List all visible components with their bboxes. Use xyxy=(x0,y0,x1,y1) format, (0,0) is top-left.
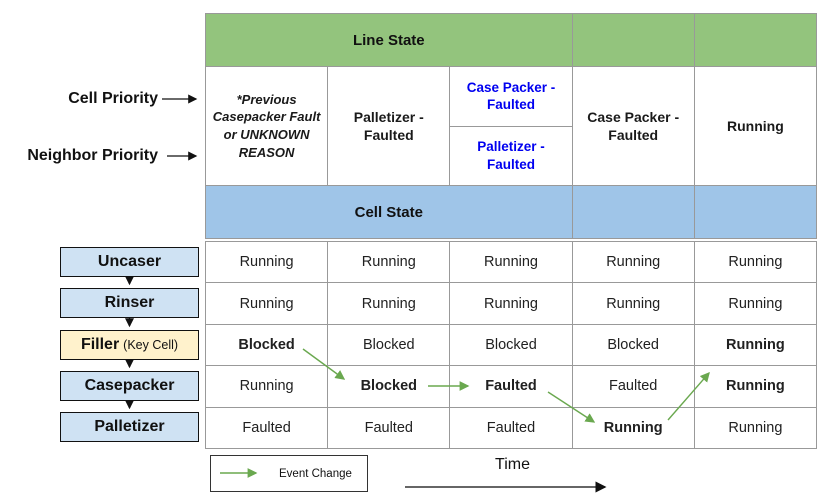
line-state-col2-header: Palletizer - Faulted xyxy=(327,66,450,185)
cell-state-table: Running Running Running Running Running … xyxy=(205,241,817,449)
line-state-band: Line State xyxy=(205,13,572,66)
legend-event-change-label: Event Change xyxy=(279,467,352,480)
state-cell: Running xyxy=(571,241,694,283)
state-cell: Blocked xyxy=(449,323,572,366)
line-state-band-empty-col4 xyxy=(571,13,694,66)
state-cell: Running xyxy=(693,365,816,407)
state-cell: Running xyxy=(693,282,816,324)
state-cell: Running xyxy=(205,282,328,324)
neighbor-priority-label: Neighbor Priority xyxy=(27,147,158,164)
state-cell: Blocked xyxy=(205,323,328,366)
state-cell: Running xyxy=(571,282,694,324)
state-cell: Running xyxy=(327,282,450,324)
line-state-col1-header: *Previous Casepacker Fault or UNKNOWN RE… xyxy=(205,66,328,185)
cell-box-palletizer: Palletizer xyxy=(60,412,199,442)
cell-box-label: Casepacker xyxy=(84,377,175,394)
state-cell: Faulted xyxy=(205,406,328,448)
cell-box-filler-key-cell: Filler (Key Cell) xyxy=(60,330,199,360)
line-state-header-table: Line State *Previous Casepacker Fault or… xyxy=(205,13,817,239)
state-cell: Faulted xyxy=(449,365,572,407)
cell-priority-label: Cell Priority xyxy=(68,90,158,107)
state-cell: Blocked xyxy=(327,323,450,366)
state-cell: Running xyxy=(693,323,816,366)
cell-box-uncaser: Uncaser xyxy=(60,247,199,277)
cell-box-rinser: Rinser xyxy=(60,288,199,318)
state-cell: Running xyxy=(693,241,816,283)
cell-state-band-empty-col4 xyxy=(571,185,694,238)
state-cell: Running xyxy=(327,241,450,283)
time-label: Time xyxy=(495,456,530,473)
state-cell: Blocked xyxy=(571,323,694,366)
line-state-col3-header: Case Packer - Faulted Palletizer - Fault… xyxy=(449,66,572,185)
legend-box: Event Change xyxy=(210,455,368,492)
state-cell: Running xyxy=(693,406,816,448)
cell-box-label: Uncaser xyxy=(97,253,162,270)
line-state-col3-top-label: Case Packer - Faulted xyxy=(450,67,572,127)
line-state-col4-header: Case Packer - Faulted xyxy=(571,66,694,185)
cell-box-label: Filler xyxy=(80,336,120,353)
line-state-band-empty-col5 xyxy=(693,13,816,66)
key-cell-suffix-label: (Key Cell) xyxy=(123,338,179,352)
state-cell: Running xyxy=(449,282,572,324)
cell-box-label: Rinser xyxy=(104,294,155,311)
cell-box-casepacker: Casepacker xyxy=(60,371,199,401)
state-cell: Faulted xyxy=(327,406,450,448)
state-cell: Blocked xyxy=(327,365,450,407)
cell-state-band: Cell State xyxy=(205,185,572,238)
state-cell: Running xyxy=(205,365,328,407)
state-cell: Faulted xyxy=(449,406,572,448)
state-cell: Running xyxy=(205,241,328,283)
cell-state-band-empty-col5 xyxy=(693,185,816,238)
cell-box-label: Palletizer xyxy=(94,418,165,435)
state-cell: Faulted xyxy=(571,365,694,407)
state-cell: Running xyxy=(571,406,694,448)
state-cell: Running xyxy=(449,241,572,283)
line-state-col5-header: Running xyxy=(693,66,816,185)
line-state-col3-bottom-label: Palletizer - Faulted xyxy=(477,139,545,172)
